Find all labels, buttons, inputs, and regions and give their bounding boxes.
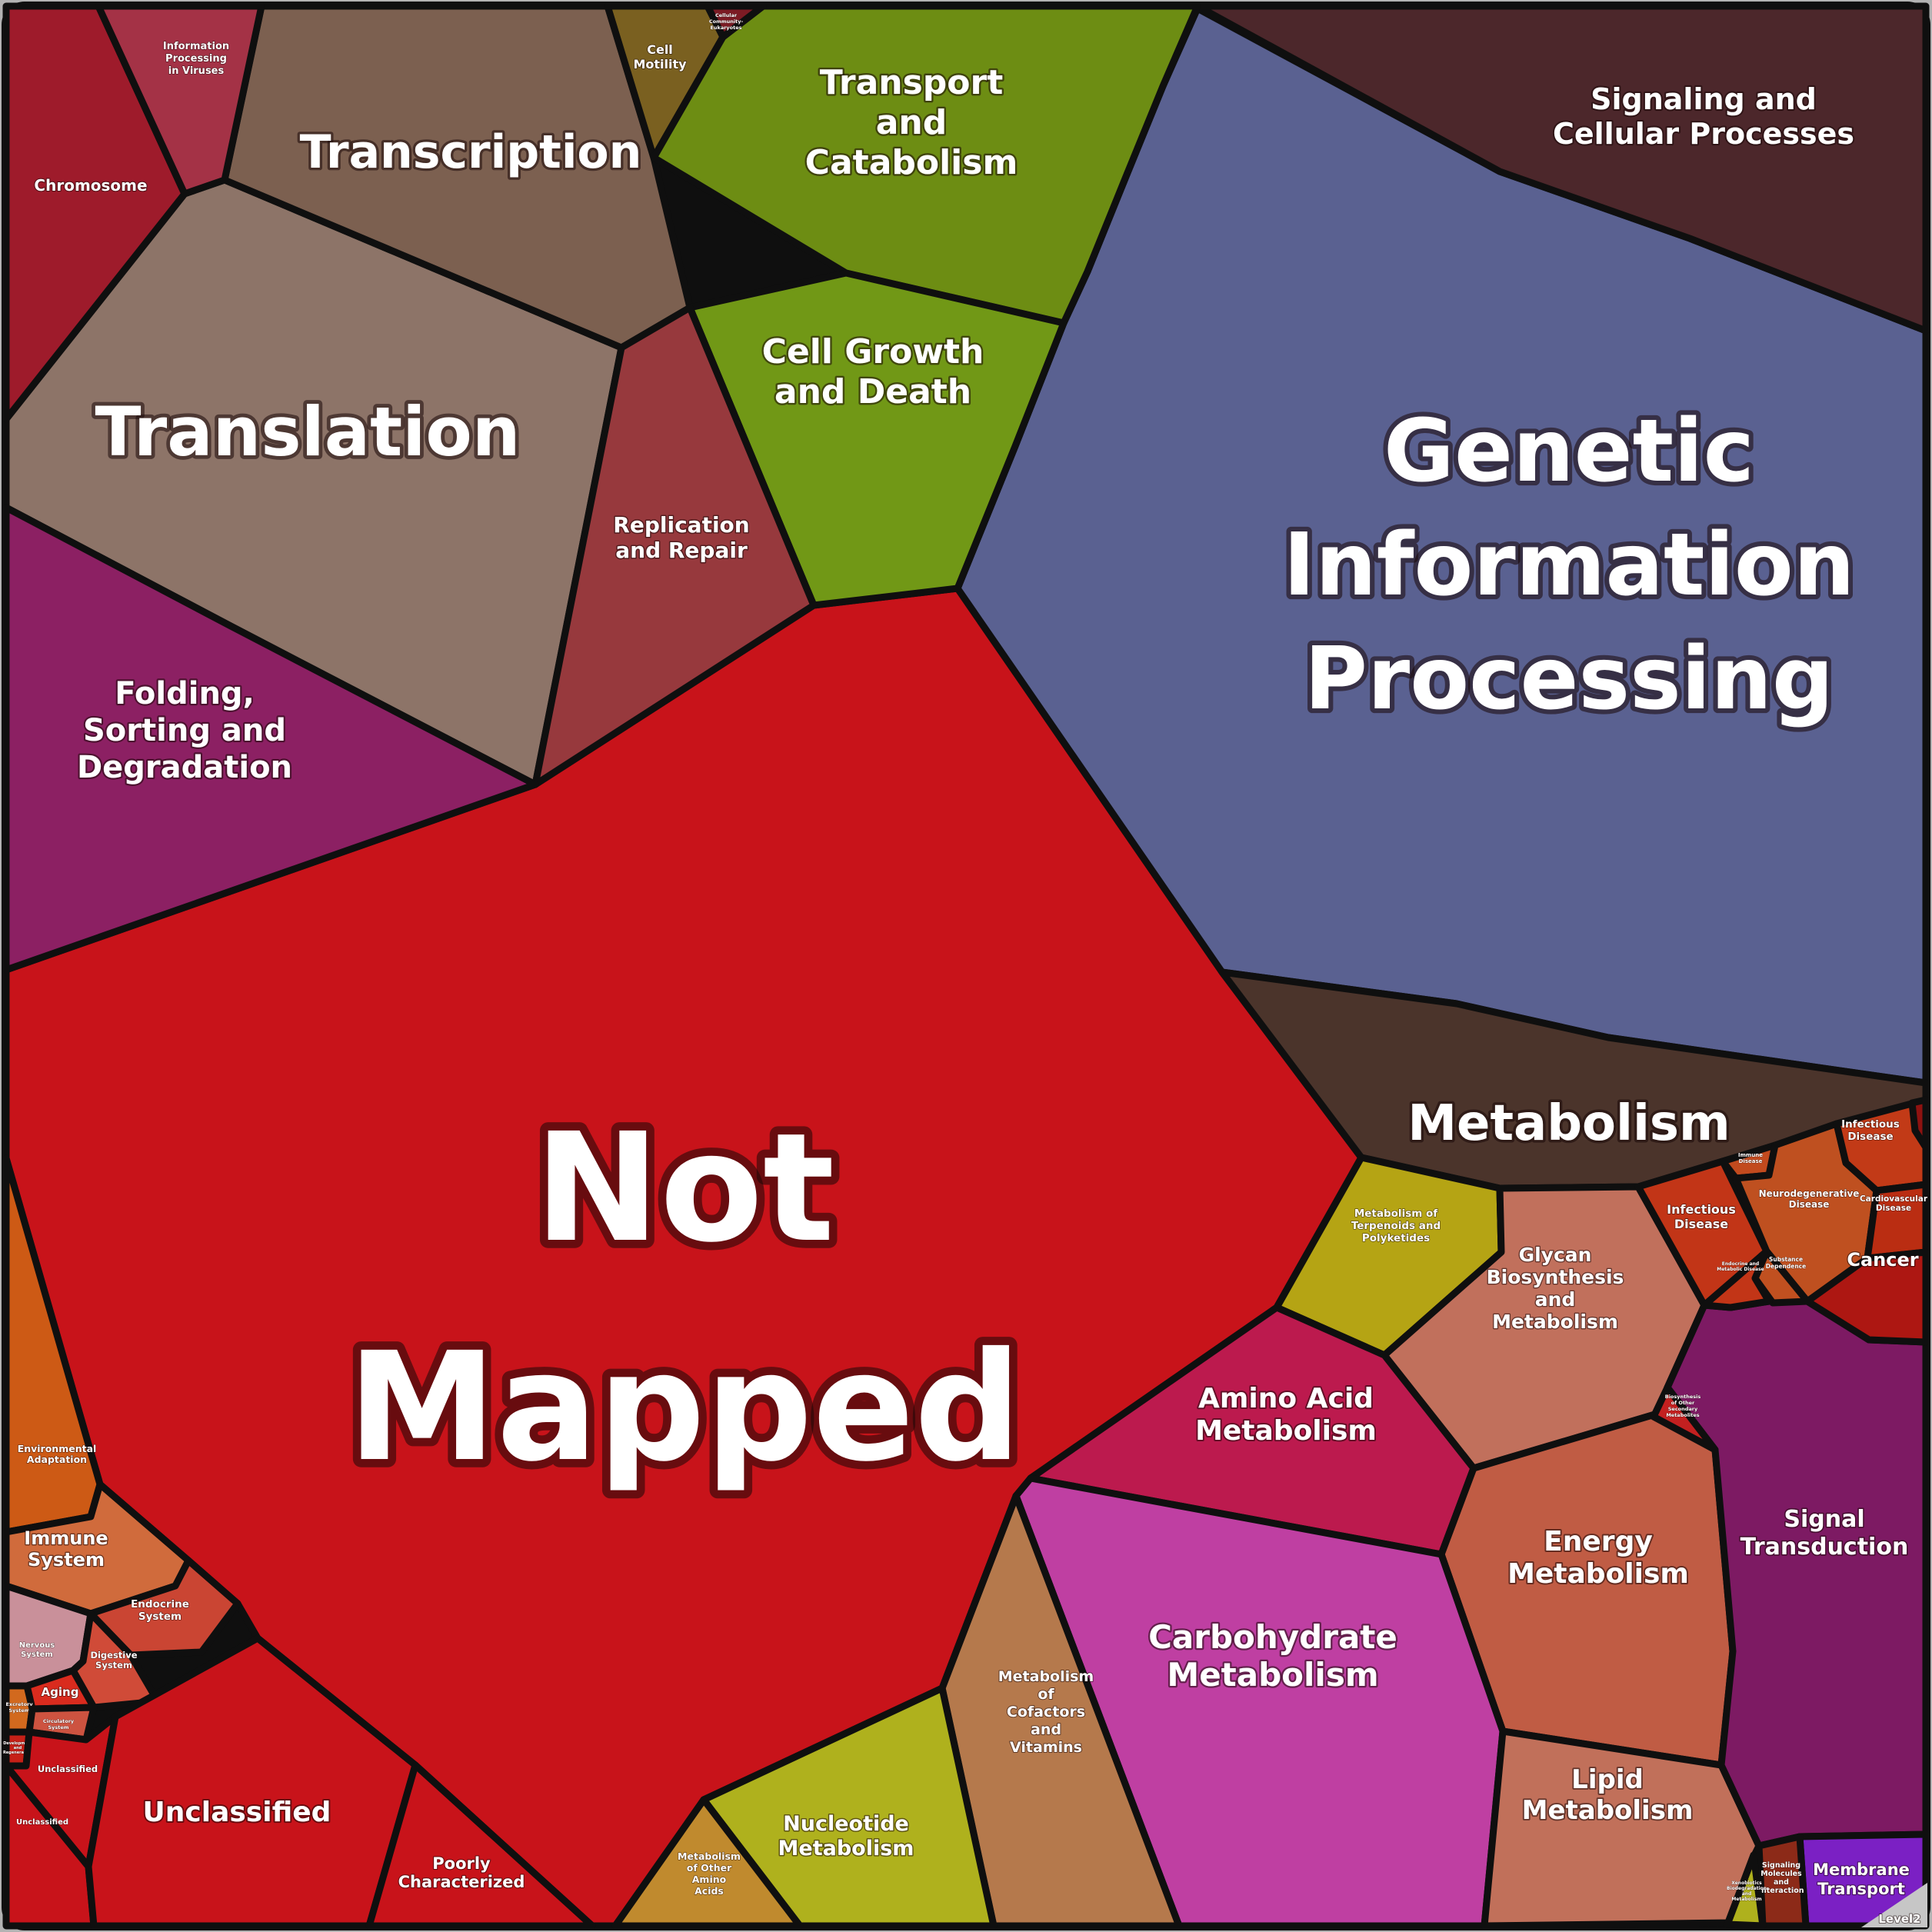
level-badge-label: Level2	[1878, 1912, 1920, 1926]
small-disease-cell-region[interactable]	[1908, 1096, 1930, 1151]
cell-chromosome: Chromosome	[2, 2, 188, 423]
transcription-label: Transcription	[300, 125, 642, 179]
information-processing-in-viruses-region[interactable]	[95, 2, 265, 198]
aging-label: Aging	[42, 1685, 79, 1699]
poorly-characterized-region[interactable]	[365, 1761, 596, 1930]
cell-cancer: Cancer	[1804, 1248, 1930, 1346]
level-badge-background	[1861, 1883, 1927, 1927]
biosynthesis-of-other-secondary-metabolites-region[interactable]	[1650, 1384, 1719, 1454]
cellular-community-eukaryotes-region[interactable]	[704, 2, 767, 41]
unclassified-small-label: Unclassified	[38, 1764, 98, 1774]
unclassified-corner-label: Unclassified	[16, 1818, 68, 1827]
chromosome-label: Chromosome	[34, 176, 147, 195]
signaling-and-cellular-processes-region[interactable]	[1194, 2, 1930, 335]
cell-unclassified: Unclassified	[85, 1634, 419, 1930]
cell-metabolism: Metabolism	[1218, 968, 1930, 1192]
replication-and-repair-region[interactable]	[531, 304, 818, 788]
metabolism-label: Metabolism	[1407, 1095, 1730, 1152]
transport-and-catabolism-region[interactable]	[650, 2, 1201, 327]
folding-sorting-and-degradation-region[interactable]	[2, 504, 539, 974]
metabolism-of-other-amino-acids-region[interactable]	[611, 1796, 804, 1930]
endocrine-and-metabolic-disease-region[interactable]	[1700, 1247, 1773, 1311]
translation-label: Translation	[95, 392, 520, 471]
cancer-region[interactable]	[1804, 1248, 1930, 1346]
cancer-label: Cancer	[1847, 1249, 1918, 1271]
cell-translation: Translation	[2, 176, 625, 788]
xenobiotics-biodegradation-and-metabolism-region[interactable]	[1724, 1851, 1767, 1930]
cell-small-disease-cell	[1908, 1096, 1930, 1151]
unclassified-label: Unclassified	[143, 1797, 331, 1828]
level-badge: Level2	[1861, 1883, 1927, 1927]
